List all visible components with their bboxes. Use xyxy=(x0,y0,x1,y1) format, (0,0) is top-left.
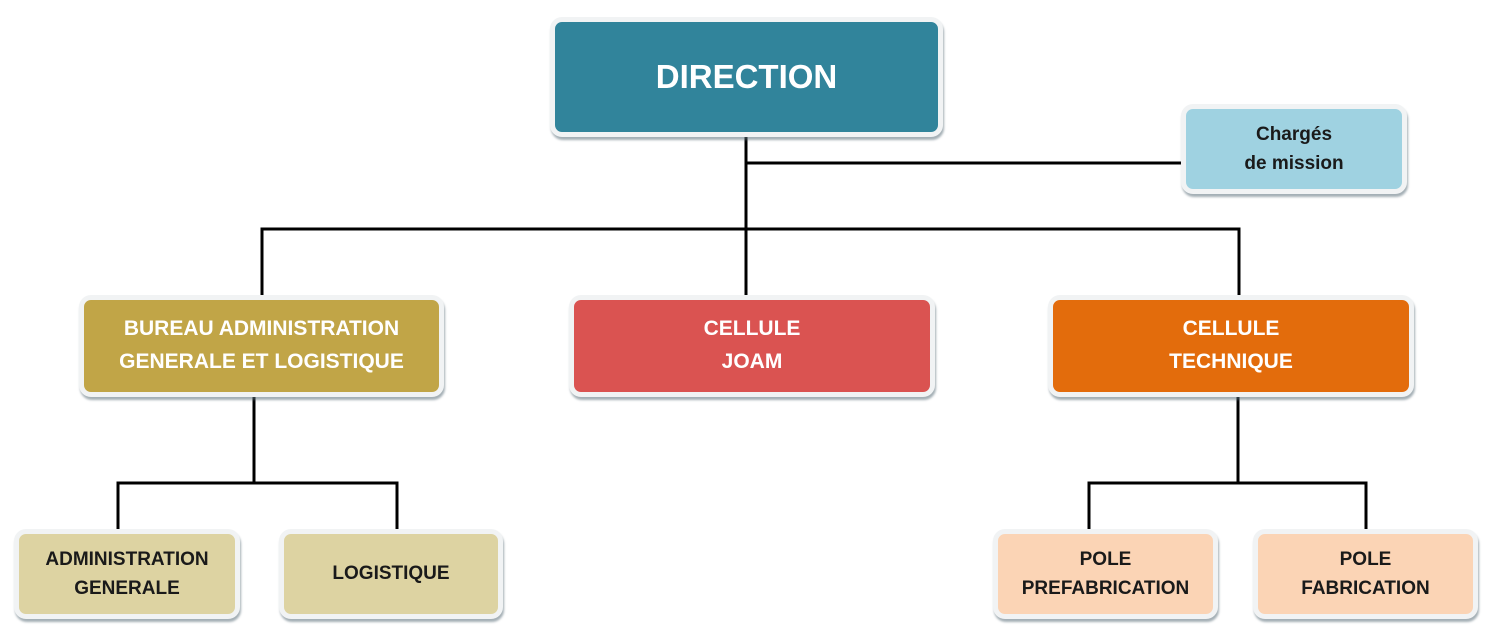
node-administration-generale: ADMINISTRATION GENERALE xyxy=(14,529,240,619)
node-bureau-line-1: BUREAU ADMINISTRATION xyxy=(123,317,400,341)
node-prefab-line-2: PREFABRICATION xyxy=(1021,578,1190,599)
node-technique-line-1: CELLULE xyxy=(1182,317,1280,341)
node-fab-line-1: POLE xyxy=(1339,548,1392,570)
node-bureau-line-2: GENERALE ET LOGISTIQUE xyxy=(119,350,404,373)
node-logistique-label: LOGISTIQUE xyxy=(332,563,450,585)
node-logistique: LOGISTIQUE xyxy=(279,529,503,619)
node-prefab-line-1: POLE xyxy=(1079,548,1132,570)
node-admin-line-1: ADMINISTRATION xyxy=(45,548,209,570)
node-admin-line-2: GENERALE xyxy=(74,578,180,599)
node-direction: DIRECTION xyxy=(550,17,943,137)
node-cellule-joam: CELLULE JOAM xyxy=(569,295,935,397)
node-fab-line-2: FABRICATION xyxy=(1301,578,1430,599)
node-charges-line-1: Chargés xyxy=(1255,123,1333,145)
node-charges-line-2: de mission xyxy=(1244,153,1344,174)
node-joam-line-2: JOAM xyxy=(721,350,783,373)
node-charges-de-mission: Chargés de mission xyxy=(1181,104,1407,194)
node-cellule-technique: CELLULE TECHNIQUE xyxy=(1048,295,1414,397)
node-pole-fabrication: POLE FABRICATION xyxy=(1253,529,1478,619)
node-bureau-administration: BUREAU ADMINISTRATION GENERALE ET LOGIST… xyxy=(79,295,444,397)
node-joam-line-1: CELLULE xyxy=(703,317,801,341)
node-technique-line-2: TECHNIQUE xyxy=(1169,350,1293,373)
node-pole-prefabrication: POLE PREFABRICATION xyxy=(993,529,1218,619)
node-direction-label: DIRECTION xyxy=(655,58,838,96)
